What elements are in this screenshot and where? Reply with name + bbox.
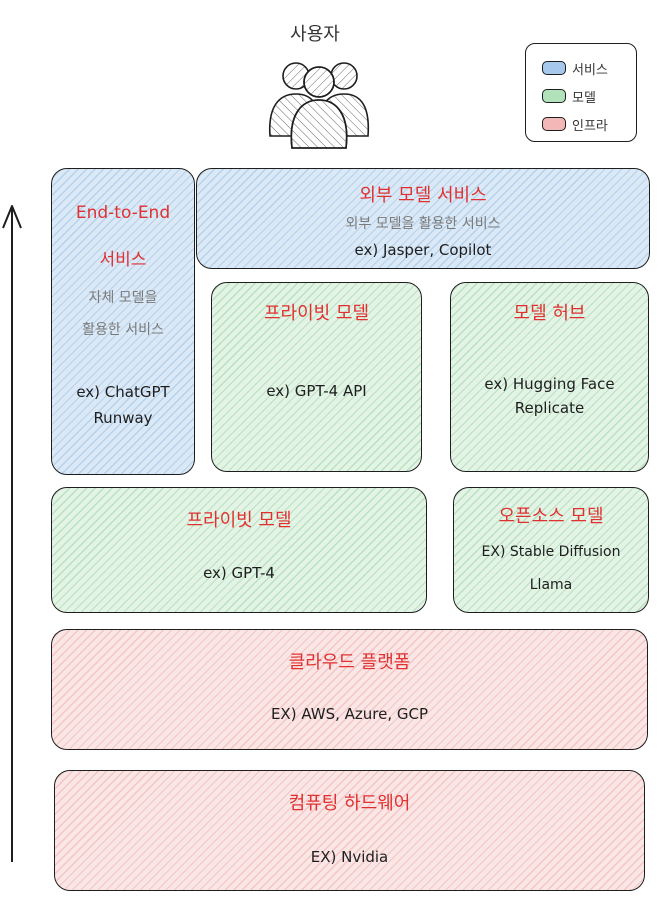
end-to-end-title-line2: 서비스 <box>99 250 147 270</box>
computing-hardware-box: 컴퓨팅 하드웨어 EX) Nvidia <box>54 770 645 891</box>
end-to-end-ex-line2: Runway <box>93 409 153 427</box>
model-hub-box: 모델 허브 ex) Hugging Face Replicate <box>450 282 649 472</box>
private-model-ex: ex) GPT-4 <box>203 564 275 582</box>
legend-item-infra: 인프라 <box>542 114 608 134</box>
legend-swatch-model <box>542 89 566 103</box>
model-hub-ex-line1: ex) Hugging Face <box>484 375 615 393</box>
open-source-ex-line2: Llama <box>529 577 573 593</box>
legend-swatch-infra <box>542 117 566 131</box>
legend: 서비스 모델 인프라 <box>525 43 637 142</box>
model-hub-ex-line2: Replicate <box>514 399 585 417</box>
private-api-title: 프라이빗 모델 <box>263 303 370 324</box>
users-icon <box>269 62 370 149</box>
open-source-title: 오픈소스 모델 <box>498 506 604 527</box>
external-model-service-box: 외부 모델 서비스 외부 모델을 활용한 서비스 ex) Jasper, Cop… <box>196 168 650 269</box>
legend-label-service: 서비스 <box>572 62 608 78</box>
stack-arrow <box>2 205 22 862</box>
external-ex: ex) Jasper, Copilot <box>354 241 492 259</box>
end-to-end-service-box: End-to-End 서비스 자체 모델을 활용한 서비스 ex) ChatGP… <box>51 168 195 475</box>
private-model-api-box: 프라이빗 모델 ex) GPT-4 API <box>211 282 422 472</box>
legend-item-service: 서비스 <box>542 58 608 78</box>
end-to-end-sub-line2: 활용한 서비스 <box>82 322 164 338</box>
open-source-model-box: 오픈소스 모델 EX) Stable Diffusion Llama <box>453 487 649 613</box>
legend-label-infra: 인프라 <box>572 118 608 134</box>
model-hub-title: 모델 허브 <box>513 303 586 324</box>
cloud-title: 클라우드 플랫폼 <box>288 652 411 673</box>
private-model-box: 프라이빗 모델 ex) GPT-4 <box>51 487 427 613</box>
hardware-title: 컴퓨팅 하드웨어 <box>288 793 411 814</box>
open-source-ex-line1: EX) Stable Diffusion <box>481 544 621 560</box>
end-to-end-title-line1: End-to-End <box>75 203 171 223</box>
external-sub: 외부 모델을 활용한 서비스 <box>345 216 501 232</box>
external-title: 외부 모델 서비스 <box>359 185 487 206</box>
cloud-platform-box: 클라우드 플랫폼 EX) AWS, Azure, GCP <box>51 629 648 750</box>
end-to-end-ex-line1: ex) ChatGPT <box>76 383 170 401</box>
legend-swatch-service <box>542 61 566 75</box>
private-api-ex: ex) GPT-4 API <box>266 382 367 400</box>
legend-label-model: 모델 <box>572 90 596 106</box>
legend-item-model: 모델 <box>542 86 596 106</box>
hardware-ex: EX) Nvidia <box>310 848 389 866</box>
private-model-title: 프라이빗 모델 <box>186 510 292 531</box>
cloud-ex: EX) AWS, Azure, GCP <box>270 705 429 723</box>
end-to-end-sub-line1: 자체 모델을 <box>88 290 158 306</box>
user-label: 사용자 <box>290 24 340 45</box>
